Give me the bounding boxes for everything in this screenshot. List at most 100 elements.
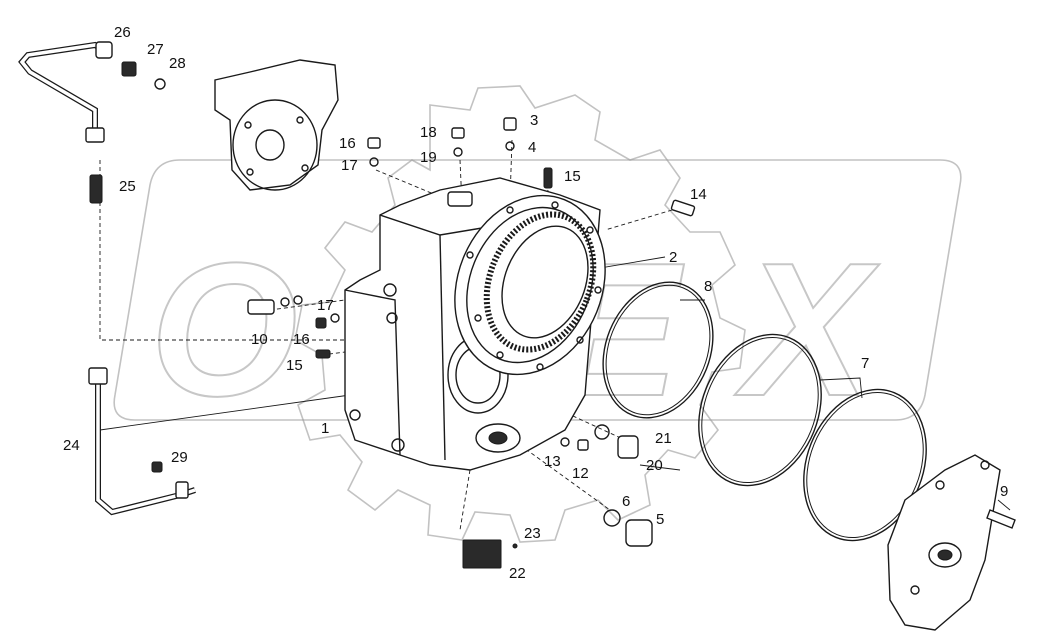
internal-gear (483, 211, 597, 353)
pipe-26-inner (19, 43, 105, 135)
fitting-12 (577, 439, 589, 451)
part-label-24: 24 (63, 437, 80, 454)
watermark-banner (113, 159, 962, 421)
flange-hole (496, 351, 504, 359)
part-label-5: 5 (656, 511, 664, 528)
plug-16-top (367, 137, 381, 149)
o-ring-7b (803, 388, 927, 542)
part-label-16b: 16 (293, 331, 310, 348)
part-label-9: 9 (1000, 483, 1008, 500)
o-ring-7a-inner (701, 336, 819, 484)
flange-hole (474, 314, 482, 322)
pipes (18, 41, 196, 516)
part-labels: 1 2 3 4 5 6 7 8 9 10 12 13 14 15 15 16 1… (63, 24, 1008, 582)
part-label-12: 12 (572, 465, 589, 482)
rivet-22 (512, 543, 518, 549)
plug-21 (617, 435, 639, 459)
part-label-8: 8 (704, 278, 712, 295)
part-label-27: 27 (147, 41, 164, 58)
seal-19 (453, 147, 463, 157)
part-label-19: 19 (420, 149, 437, 166)
upper-pump-bolt (296, 116, 304, 124)
upper-pump-bolt (246, 168, 254, 176)
plug-3 (503, 117, 517, 131)
part-label-20: 20 (646, 457, 663, 474)
housing-boss-top (447, 191, 473, 207)
housing-port-bottom (475, 423, 521, 453)
flange-hole (594, 286, 602, 294)
seal-10b (293, 295, 303, 305)
upper-pump-bolt (301, 164, 309, 172)
part-label-18: 18 (420, 124, 437, 141)
right-cover-bolt (935, 480, 945, 490)
bolt-15 (315, 349, 331, 359)
housing-port-bottom-inner (488, 431, 508, 445)
housing-bolt-2 (386, 312, 398, 324)
part-label-15b: 15 (286, 357, 303, 374)
part-label-1: 1 (321, 420, 329, 437)
flange-hole (551, 201, 559, 209)
leader-9 (997, 499, 1011, 511)
dash-line-top (375, 169, 461, 206)
right-cover-bolt (910, 585, 920, 595)
seal-6 (603, 509, 621, 527)
plug-18 (451, 127, 465, 139)
upper-pump-bolt (244, 121, 252, 129)
o-ring-8 (602, 281, 714, 419)
fitting-25 (89, 174, 103, 204)
part-label-13: 13 (544, 453, 561, 470)
fitting-29 (151, 461, 163, 473)
fitting-27 (121, 61, 137, 77)
dash-line-bottom-2 (559, 409, 626, 441)
bolt-15-top (543, 167, 553, 189)
housing-side (439, 234, 446, 461)
plate-23 (462, 539, 502, 569)
part-label-6: 6 (622, 493, 630, 510)
flange-hole (506, 206, 514, 214)
part-label-17b: 17 (317, 297, 334, 314)
pipe-26-nut (85, 127, 105, 143)
leader-24 (99, 394, 351, 431)
plug-5 (625, 519, 653, 547)
dash-line-23 (459, 469, 471, 531)
right-cover-port (928, 542, 962, 568)
upper-pump-hub (255, 129, 285, 161)
flange-hole (536, 363, 544, 371)
part-label-7: 7 (861, 355, 869, 372)
part-label-3: 3 (530, 112, 538, 129)
o-rings (602, 281, 927, 542)
housing-bolt-3 (391, 438, 405, 452)
flange-bore (501, 225, 589, 339)
bolt-14 (670, 199, 696, 217)
fitting-26 (95, 41, 113, 59)
dash-line-bottom (519, 444, 611, 511)
flange-hole (586, 226, 594, 234)
dash-line-14 (604, 209, 673, 231)
housing-bolt-4 (349, 409, 361, 421)
leader-20 (639, 464, 681, 471)
part-label-17a: 17 (341, 157, 358, 174)
gear-flange (454, 194, 606, 376)
bolt-9 (986, 509, 1016, 529)
seal-28 (154, 78, 166, 90)
upper-pump-outline (214, 59, 339, 191)
part-label-26: 26 (114, 24, 131, 41)
part-label-25: 25 (119, 178, 136, 195)
right-cover-bolt (980, 460, 990, 470)
right-cover-port-inner (937, 549, 953, 561)
part-label-15a: 15 (564, 168, 581, 185)
right-cover (887, 454, 1016, 631)
o-ring-7a (698, 333, 822, 487)
part-label-21: 21 (655, 430, 672, 447)
seal-10a (280, 297, 290, 307)
o-ring-7b-inner (806, 391, 924, 539)
part-label-14: 14 (690, 186, 707, 203)
fittings (89, 41, 696, 569)
housing-face-front (344, 289, 401, 456)
seal-4 (505, 141, 515, 151)
housing-bolt-1 (383, 283, 397, 297)
flange-hole (576, 336, 584, 344)
flange-ring (466, 206, 594, 364)
dash-line-left (99, 160, 395, 341)
